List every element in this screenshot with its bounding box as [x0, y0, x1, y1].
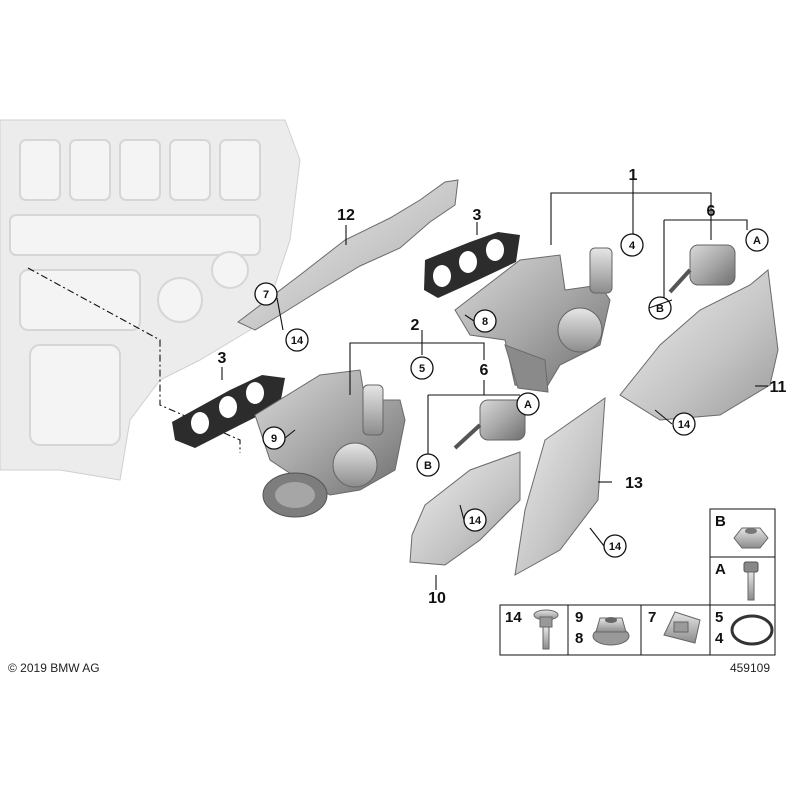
svg-text:7: 7	[263, 289, 269, 301]
svg-text:7: 7	[648, 609, 656, 626]
svg-text:14: 14	[609, 541, 622, 553]
circled-callout-14: 14	[672, 412, 696, 436]
hardware-cell-B: B	[715, 513, 769, 549]
svg-text:A: A	[753, 235, 761, 247]
circled-callout-B: B	[416, 453, 440, 477]
svg-text:14: 14	[469, 515, 482, 527]
heat-shield-12	[237, 179, 459, 331]
circled-callouts: 4 A B 7 14 8 5 A 9 B 14 14 14	[254, 228, 769, 558]
circled-callout-14: 14	[603, 534, 627, 558]
circled-callout-5: 5	[410, 356, 434, 380]
actuator-upper	[668, 244, 736, 294]
hardware-table: B A 14 9 8 7 5 4	[499, 508, 776, 656]
svg-text:9: 9	[271, 433, 277, 445]
image-number: 459109	[730, 661, 770, 675]
gasket-lower-3	[172, 375, 285, 448]
svg-text:B: B	[656, 303, 664, 315]
hardware-cell-5-4: 5 4	[715, 609, 774, 647]
callout-12: 12	[337, 207, 355, 224]
svg-text:14: 14	[291, 335, 304, 347]
copyright-text: © 2019 BMW AG	[8, 661, 100, 675]
circled-callout-7: 7	[254, 282, 278, 306]
callout-2: 2	[411, 317, 420, 334]
circled-callout-A: A	[516, 392, 540, 416]
circled-callout-14: 14	[463, 508, 487, 532]
svg-text:A: A	[715, 561, 726, 578]
actuator-lower	[453, 399, 526, 450]
circled-callout-14: 14	[285, 328, 309, 352]
turbocharger-lower	[254, 369, 406, 518]
circled-callout-A: A	[745, 228, 769, 252]
svg-text:14: 14	[505, 609, 522, 626]
callout-3: 3	[473, 207, 482, 224]
heat-shield-13	[514, 396, 606, 576]
callout-labels: 1 12 3 6 2 3 6 11 13 10	[218, 167, 787, 607]
callout-6: 6	[480, 362, 489, 379]
svg-text:5: 5	[419, 363, 425, 375]
svg-text:B: B	[424, 460, 432, 472]
circled-callout-9: 9	[262, 426, 286, 450]
svg-text:B: B	[715, 513, 726, 530]
hardware-cell-A: A	[715, 561, 759, 601]
callout-13: 13	[625, 475, 643, 492]
turbocharger-upper	[454, 247, 613, 393]
circled-callout-4: 4	[620, 233, 644, 257]
svg-text:5: 5	[715, 609, 723, 626]
svg-text:8: 8	[482, 316, 488, 328]
svg-text:4: 4	[629, 240, 636, 252]
circled-callout-8: 8	[473, 309, 497, 333]
svg-text:14: 14	[678, 419, 691, 431]
heat-shield-10	[409, 451, 521, 566]
callout-3: 3	[218, 350, 227, 367]
svg-text:4: 4	[715, 630, 724, 647]
engine-block-image	[0, 119, 301, 481]
callout-6: 6	[707, 203, 716, 220]
assembly-lines	[27, 267, 241, 453]
circled-callout-B: B	[648, 296, 672, 320]
hardware-cell-7: 7	[648, 609, 701, 644]
svg-text:A: A	[524, 399, 532, 411]
hardware-cell-9-8: 9 8	[575, 609, 630, 647]
callout-10: 10	[428, 590, 446, 607]
heat-shield-11	[619, 269, 779, 421]
callout-1: 1	[629, 167, 638, 184]
gasket-upper-3	[424, 232, 520, 298]
svg-text:8: 8	[575, 630, 583, 647]
callout-11: 11	[770, 379, 787, 396]
svg-text:9: 9	[575, 609, 583, 626]
hardware-cell-14: 14	[505, 609, 559, 650]
